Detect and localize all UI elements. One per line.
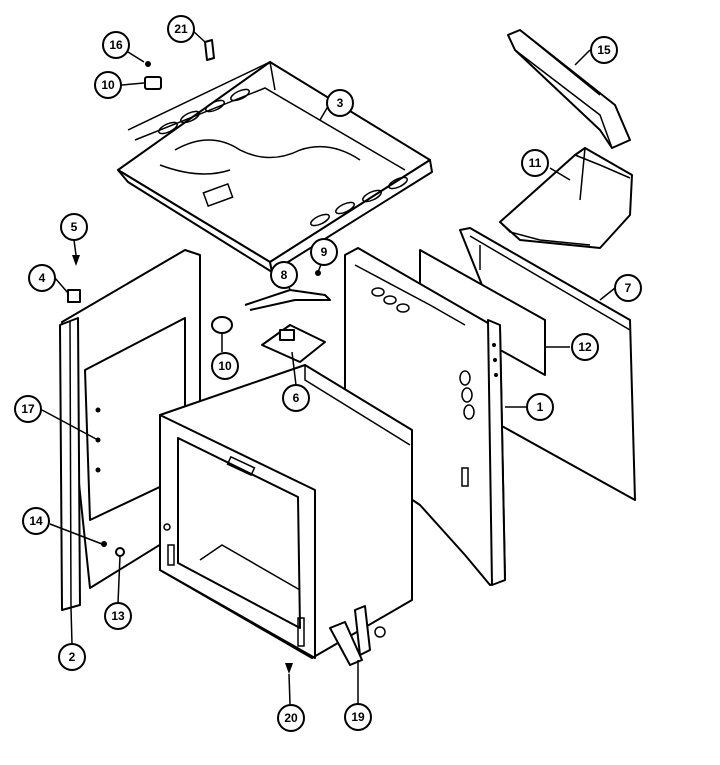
callout-13: 13: [104, 602, 132, 630]
part-6-bracket: [261, 324, 326, 363]
callout-7: 7: [614, 274, 642, 302]
part-1-side-panel: [344, 247, 506, 586]
part-10-knob-lower: [211, 316, 233, 334]
part-4-bracket: [67, 289, 81, 303]
oven-cavity: [159, 364, 413, 659]
callout-10-lower: 10: [211, 352, 239, 380]
callout-12: 12: [571, 333, 599, 361]
callout-5: 5: [60, 213, 88, 241]
part-19-hinge: [329, 605, 386, 666]
callout-16: 16: [102, 31, 130, 59]
callout-4: 4: [28, 264, 56, 292]
callout-label: 10: [218, 359, 232, 373]
part-16-screw: [145, 61, 151, 67]
callout-1: 1: [526, 393, 554, 421]
callout-21: 21: [167, 15, 195, 43]
callout-label: 8: [281, 268, 288, 282]
callout-20: 20: [277, 704, 305, 732]
part-8-rod: [244, 289, 331, 311]
callout-9: 9: [310, 238, 338, 266]
part-15-vent-duct: [507, 29, 631, 149]
callout-14: 14: [22, 507, 50, 535]
callout-label: 1: [537, 400, 544, 414]
callout-label: 10: [101, 78, 115, 92]
callout-label: 16: [109, 38, 123, 52]
part-20-screw: [285, 663, 293, 674]
part-11-vent-duct: [499, 147, 633, 249]
part-14-screw: [101, 541, 107, 547]
callout-17: 17: [14, 395, 42, 423]
part-13-nut: [115, 547, 125, 557]
part-5-screw: [72, 255, 80, 266]
callout-2: 2: [58, 643, 86, 671]
callout-label: 21: [174, 22, 188, 36]
part-3-burner-box: [117, 60, 433, 273]
callout-11: 11: [521, 149, 549, 177]
callout-3: 3: [326, 89, 354, 117]
callout-label: 5: [71, 220, 78, 234]
part-9-screw: [315, 270, 321, 276]
part-10-switch-upper: [144, 76, 162, 90]
callout-label: 2: [69, 650, 76, 664]
callout-label: 7: [625, 281, 632, 295]
callout-label: 3: [337, 96, 344, 110]
callout-15: 15: [590, 36, 618, 64]
callout-label: 20: [284, 711, 298, 725]
part-2-front-frame: [59, 317, 81, 611]
callout-label: 13: [111, 609, 125, 623]
callout-6: 6: [282, 384, 310, 412]
callout-label: 9: [321, 245, 328, 259]
callout-label: 15: [597, 43, 611, 57]
callout-label: 17: [21, 402, 35, 416]
callout-19: 19: [344, 703, 372, 731]
callout-label: 19: [351, 710, 365, 724]
part-21-clip: [204, 39, 215, 61]
callout-8: 8: [270, 261, 298, 289]
callout-label: 6: [293, 391, 300, 405]
callout-label: 14: [29, 514, 43, 528]
callout-label: 12: [578, 340, 592, 354]
callout-10-upper: 10: [94, 71, 122, 99]
callout-label: 4: [39, 271, 46, 285]
callout-label: 11: [529, 156, 542, 170]
